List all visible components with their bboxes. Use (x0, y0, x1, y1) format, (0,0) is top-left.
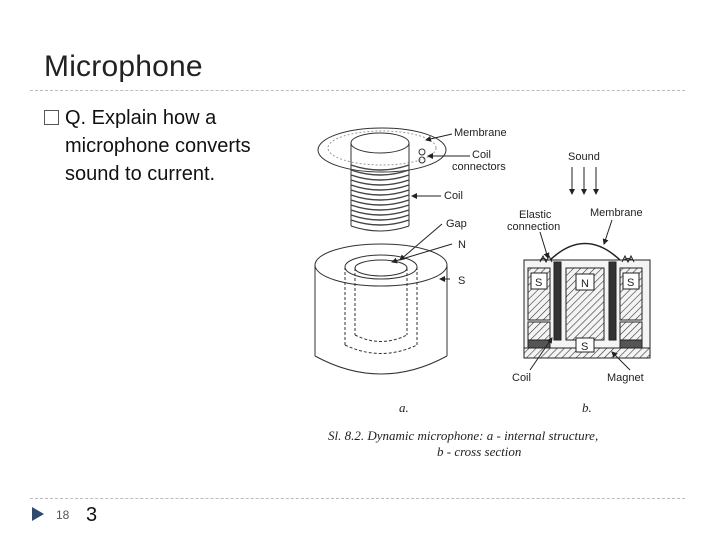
bullet-text: Q. Explain how a microphone converts sou… (65, 107, 251, 185)
figure-caption-line-2: b - cross section (437, 444, 521, 459)
label-coil-a: Coil (444, 190, 463, 202)
label-membrane-a: Membrane (454, 127, 507, 139)
label-n-center: N (581, 278, 589, 290)
label-coil-connectors-2: connectors (452, 161, 506, 173)
cross-section-drawing (523, 167, 651, 371)
sublabel-b: b. (582, 400, 592, 415)
label-elastic-1: Elastic (519, 209, 552, 221)
figure-caption-line-1: Sl. 8.2. Dynamic microphone: a - interna… (328, 428, 598, 443)
label-s-a: S (458, 275, 465, 287)
slide-title: Microphone (44, 50, 203, 83)
label-s-right: S (627, 277, 634, 289)
sublabel-a: a. (399, 400, 409, 415)
label-coil-b: Coil (512, 372, 531, 384)
label-membrane-b: Membrane (590, 207, 643, 219)
internal-structure-drawing (314, 127, 470, 375)
slide-number: 18 (56, 508, 70, 522)
label-coil-connectors-1: Coil (472, 149, 491, 161)
bullet-box-icon (44, 110, 59, 125)
label-s-bottom: S (581, 341, 588, 353)
label-sound: Sound (568, 151, 600, 163)
label-gap: Gap (446, 218, 467, 230)
footer-text: 3 (86, 504, 98, 526)
label-n-a: N (458, 239, 466, 251)
label-elastic-2: connection (507, 221, 560, 233)
footer-divider (30, 498, 685, 499)
footer-arrow-icon (32, 507, 44, 521)
title-divider (30, 90, 685, 91)
label-magnet: Magnet (607, 372, 644, 384)
label-s-left: S (535, 277, 542, 289)
